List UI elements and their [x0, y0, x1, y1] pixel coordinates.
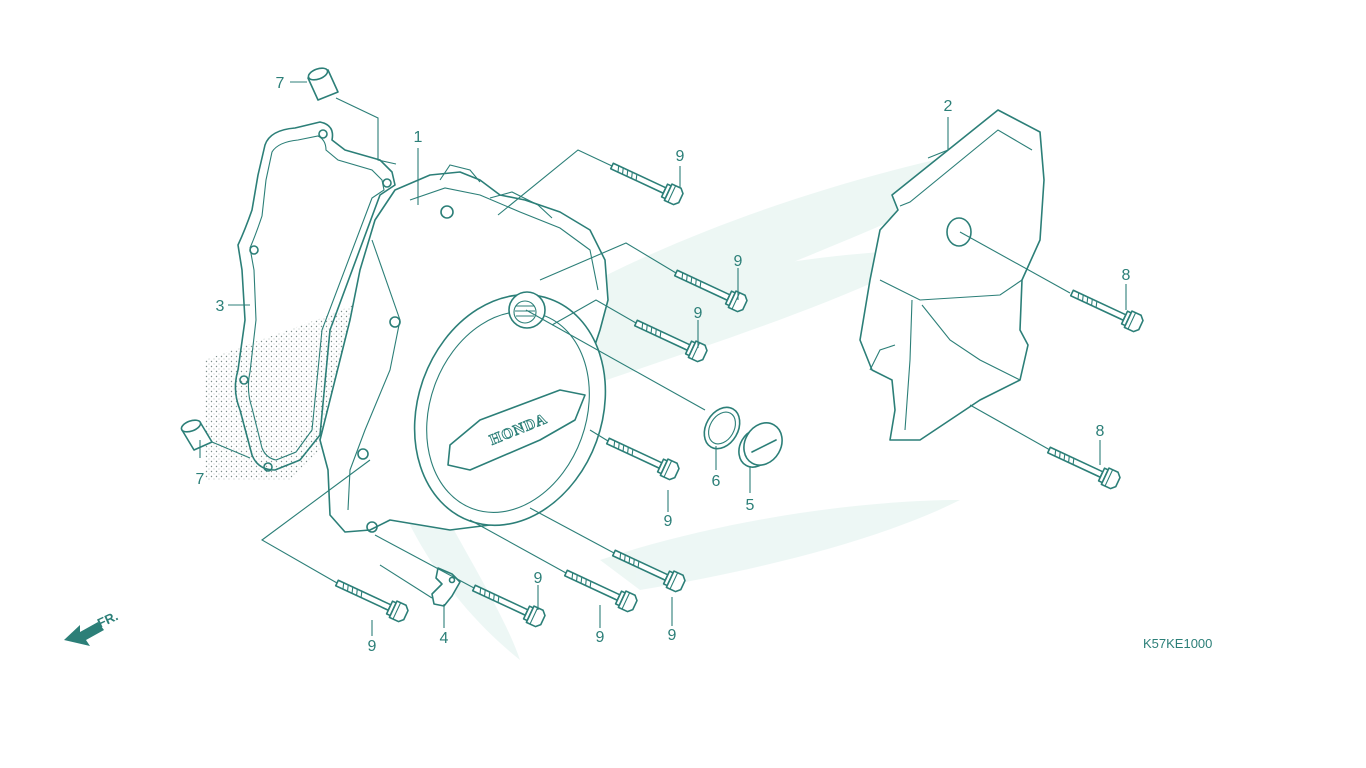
- leader-lines: [199, 81, 1127, 636]
- o-ring: [703, 406, 741, 450]
- callout-9-lower-mid: 9: [664, 513, 673, 530]
- left-crankcase-cover: HONDA: [319, 164, 609, 533]
- callout-9-middle: 9: [694, 305, 703, 322]
- callout-5: 5: [746, 497, 755, 514]
- callout-9-lower-right: 9: [668, 627, 677, 644]
- callout-1: 1: [414, 129, 423, 146]
- callout-9-top: 9: [676, 148, 685, 165]
- callout-9-upper-right: 9: [734, 253, 743, 270]
- callout-7-left: 7: [196, 471, 205, 488]
- callout-6: 6: [712, 473, 721, 490]
- dowel-pin-top: [307, 67, 339, 101]
- bolt-9-bottom-left: [332, 574, 411, 625]
- front-label: FR.: [95, 608, 120, 630]
- callout-9-bottom-center: 9: [596, 629, 605, 646]
- sprocket-cover: [859, 109, 1045, 441]
- callout-8-upper: 8: [1122, 267, 1131, 284]
- bolt-8-lower: [1044, 441, 1123, 492]
- front-direction-arrow: FR.: [64, 608, 120, 646]
- callout-9-bottom-left: 9: [368, 638, 377, 655]
- callout-7-top: 7: [276, 75, 285, 92]
- callout-2: 2: [944, 98, 953, 115]
- drawing-code: K57KE1000: [1143, 636, 1212, 651]
- filler-plug: [738, 422, 783, 468]
- callout-3: 3: [216, 298, 225, 315]
- callout-8-lower: 8: [1096, 423, 1105, 440]
- callout-labels: 1 2 3 4 5 6 7 7 8 8 9 9 9 9 9 9 9 9 9: [196, 75, 1131, 655]
- callout-4: 4: [440, 630, 449, 647]
- bolt-9-lower-mid: [603, 432, 682, 483]
- callout-9-bottom-mid: 9: [534, 570, 543, 587]
- bolt-8-upper: [1067, 284, 1146, 335]
- cover-gasket: [234, 121, 396, 472]
- bolt-9-top: [607, 157, 686, 208]
